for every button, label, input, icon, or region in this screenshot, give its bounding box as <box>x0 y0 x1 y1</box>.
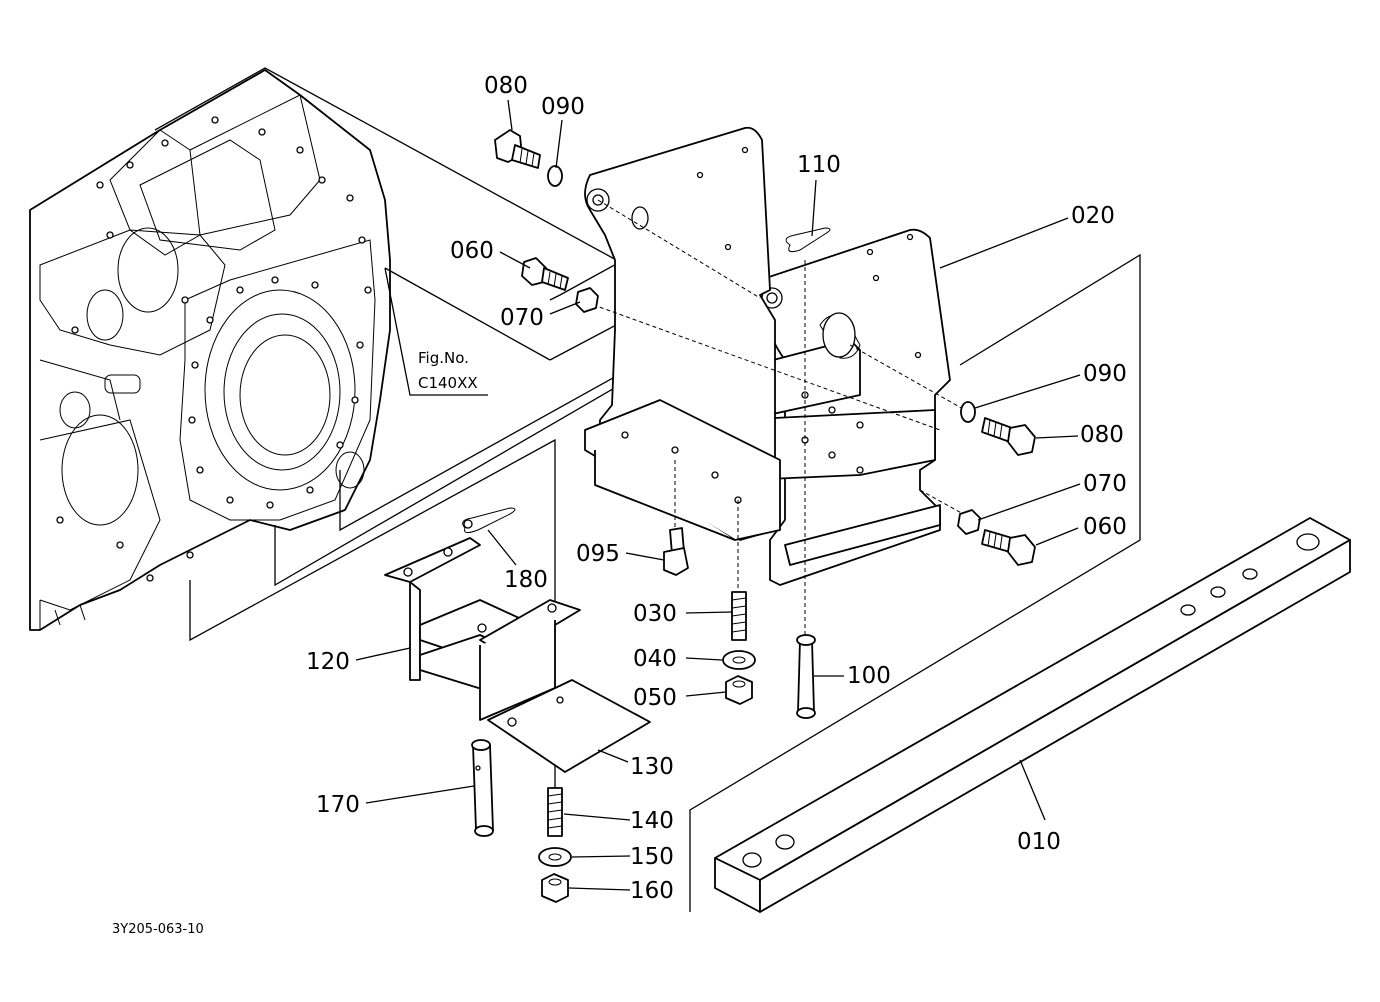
part-030-stud <box>731 591 747 641</box>
label-050: 050 <box>633 685 677 711</box>
part-120-stand <box>384 537 581 721</box>
part-070-nut-top <box>575 287 599 313</box>
label-030: 030 <box>633 601 677 627</box>
part-160-nut <box>541 873 569 903</box>
label-090-top: 090 <box>541 94 585 120</box>
label-130: 130 <box>630 754 674 780</box>
part-080-bolt-top <box>494 129 541 169</box>
part-110-clip <box>785 227 831 253</box>
part-090-lockwasher-right <box>960 401 976 423</box>
part-180-clip <box>462 507 516 534</box>
label-090-right: 090 <box>1083 361 1127 387</box>
label-010: 010 <box>1017 829 1061 855</box>
label-060-top: 060 <box>450 238 494 264</box>
label-020: 020 <box>1071 203 1115 229</box>
leader-lines <box>355 99 1081 891</box>
part-060-bolt-right <box>981 529 1036 566</box>
part-170-pin <box>471 739 494 837</box>
part-050-nut <box>725 675 753 705</box>
part-140-stud <box>547 787 563 837</box>
part-130-plate <box>487 679 651 773</box>
part-070-nut-right <box>957 509 981 535</box>
label-060-right: 060 <box>1083 514 1127 540</box>
part-040-washer <box>722 650 756 670</box>
label-180: 180 <box>504 567 548 593</box>
label-070-top: 070 <box>500 305 544 331</box>
part-100-pin <box>796 634 816 719</box>
figure-reference: Fig.No. C140XX <box>418 349 478 392</box>
label-070-right: 070 <box>1083 471 1127 497</box>
label-120: 120 <box>306 649 350 675</box>
assembly-outline <box>689 253 1141 912</box>
label-160: 160 <box>630 878 674 904</box>
drawing-code: 3Y205-063-10 <box>112 922 204 937</box>
label-170: 170 <box>316 792 360 818</box>
figure-ref-line2: C140XX <box>418 374 478 392</box>
label-080-top: 080 <box>484 73 528 99</box>
part-labels: 080 090 110 020 060 070 090 080 070 060 … <box>306 73 1127 904</box>
label-150: 150 <box>630 844 674 870</box>
label-140: 140 <box>630 808 674 834</box>
transmission-housing <box>29 69 391 631</box>
part-080-bolt-right <box>981 417 1036 456</box>
figure-ref-line1: Fig.No. <box>418 349 469 367</box>
part-150-washer <box>538 847 572 867</box>
part-060-bolt-top <box>521 257 569 291</box>
part-095-bolt <box>663 527 689 576</box>
part-020-bracket-left <box>584 126 781 541</box>
part-090-lockwasher-top <box>547 165 563 187</box>
label-095: 095 <box>576 541 620 567</box>
label-040: 040 <box>633 646 677 672</box>
part-010-drawbar <box>714 517 1351 913</box>
label-110: 110 <box>797 152 841 178</box>
label-100: 100 <box>847 663 891 689</box>
label-080-right: 080 <box>1080 422 1124 448</box>
